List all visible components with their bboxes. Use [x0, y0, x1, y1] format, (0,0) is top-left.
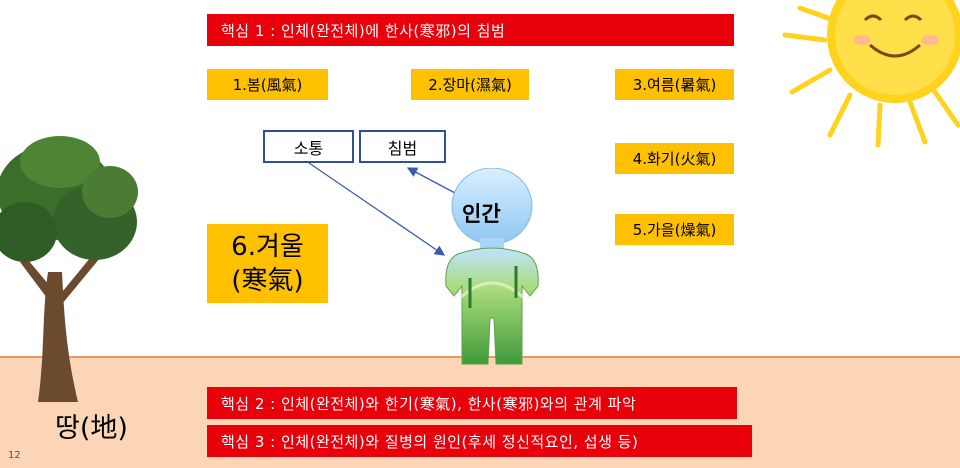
human-figure-icon [445, 168, 539, 365]
core-3-banner: 핵심 3 : 인체(완전체)와 질병의 원인(후세 정신적요인, 섭생 등) [207, 425, 752, 457]
season-autumn-label: 5.가을(燥氣) [632, 221, 717, 239]
season-fire: 4.화기(火氣) [615, 143, 734, 174]
tree-icon [0, 136, 138, 402]
core-2-banner: 핵심 2 : 인체(완전체)와 한기(寒氣), 한사(寒邪)와의 관계 파악 [207, 387, 737, 419]
core-1-banner: 핵심 1 : 인체(완전체)에 한사(寒邪)의 침범 [207, 14, 734, 46]
core-1-text: 핵심 1 : 인체(완전체)에 한사(寒邪)의 침범 [221, 21, 506, 40]
season-winter-line2: (寒氣) [231, 266, 304, 296]
earth-label: 땅(地) [55, 413, 128, 444]
season-autumn: 5.가을(燥氣) [615, 214, 734, 245]
season-spring: 1.봄(風氣) [207, 69, 328, 100]
season-summer-label: 3.여름(暑氣) [632, 76, 717, 94]
invasion-arrow [406, 167, 456, 194]
season-winter-line1: 6.겨울 [231, 232, 304, 262]
communication-box: 소통 [263, 130, 354, 163]
season-winter: 6.겨울 (寒氣) [207, 224, 328, 303]
communication-arrow [308, 162, 446, 256]
season-summer: 3.여름(暑氣) [615, 69, 734, 100]
page-number: 12 [8, 450, 21, 461]
sun-icon [782, 0, 960, 148]
season-spring-label: 1.봄(風氣) [232, 76, 303, 94]
season-rainy-label: 2.장마(濕氣) [428, 76, 512, 94]
core-3-text: 핵심 3 : 인체(완전체)와 질병의 원인(후세 정신적요인, 섭생 등) [221, 432, 639, 451]
season-fire-label: 4.화기(火氣) [632, 150, 717, 168]
core-2-text: 핵심 2 : 인체(완전체)와 한기(寒氣), 한사(寒邪)와의 관계 파악 [221, 394, 637, 413]
invasion-box: 침범 [359, 130, 446, 163]
communication-label: 소통 [293, 138, 324, 158]
human-label: 인간 [462, 202, 501, 226]
invasion-label: 침범 [387, 138, 418, 158]
season-rainy: 2.장마(濕氣) [411, 69, 529, 100]
